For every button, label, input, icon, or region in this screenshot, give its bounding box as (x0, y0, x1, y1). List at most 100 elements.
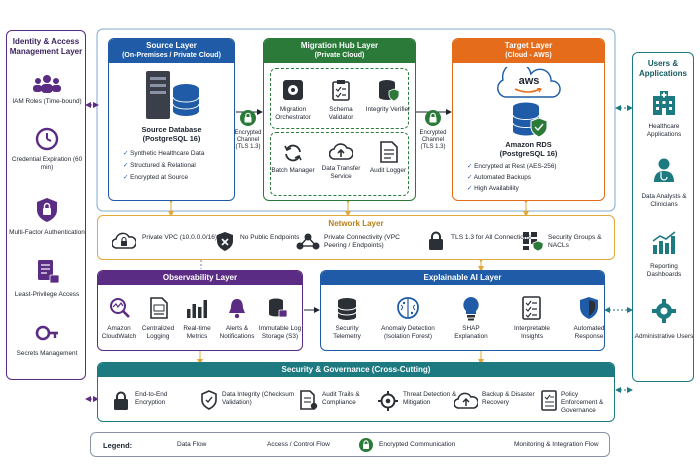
legend-access-flow: Access / Control Flow (267, 441, 330, 448)
encrypted-channel-label-2: Encrypted Channel (TLS 1.3) (415, 130, 451, 151)
source-bullet-text: Structured & Relational (130, 162, 196, 169)
network-layer-panel: Network Layer Private VPC (10.0.0.0/16) … (97, 215, 615, 260)
tls-lock-icon (429, 231, 443, 250)
observability-item-storage: Immutable Log Storage (S3) (258, 325, 302, 340)
gear-icon (652, 299, 676, 323)
encryption-lock-icon (114, 391, 128, 410)
identity-panel: Identity & Access Management Layer IAM R… (6, 30, 86, 380)
target-header: Target Layer (Cloud - AWS) (453, 39, 604, 63)
lightbulb-icon (463, 297, 479, 321)
source-db-name: Source Database (141, 125, 202, 134)
aws-logo-text: aws (518, 75, 540, 87)
legend-monitoring: Monitoring & Integration Flow (514, 441, 599, 448)
xai-item-insights: Interpretable Insights (514, 325, 550, 340)
log-document-icon (150, 297, 168, 319)
xai-item-response: Automated Response (573, 325, 605, 340)
aws-smile-icon (514, 88, 542, 93)
shield-lock-icon (37, 198, 57, 222)
observability-item-cloudwatch: Amazon CloudWatch (101, 325, 137, 340)
security-governance-panel: Security & Governance (Cross-Cutting) En… (97, 362, 615, 422)
hub-item-batch: Batch Manager (271, 167, 315, 174)
network-nodes-icon (296, 233, 320, 250)
target-bullet-3: ✓ High Availability (467, 185, 519, 193)
policy-document-icon (541, 390, 557, 411)
check-icon: ✓ (467, 185, 475, 192)
hub-item-audit: Audit Logger (369, 167, 407, 174)
hub-header: Migration Hub Layer (Private Cloud) (264, 39, 415, 63)
users-panel: Users & Applications Healthcare Applicat… (632, 52, 694, 382)
security-groups-icon (523, 232, 544, 251)
source-bullet-2: ✓ Structured & Relational (123, 162, 196, 170)
audit-document-icon (380, 141, 398, 163)
source-bullet-1: ✓ Synthetic Healthcare Data (123, 150, 204, 158)
security-item-audit: Audit Trails & Compliance (322, 391, 360, 406)
clinician-icon (654, 158, 674, 182)
brain-icon (397, 297, 419, 319)
observability-item-alerts: Alerts & Notifications (219, 325, 255, 340)
hospital-icon (653, 91, 675, 115)
key-icon (35, 325, 58, 341)
hub-upper-group (270, 68, 409, 129)
network-item-tls: TLS 1.3 for All Connections (451, 234, 531, 241)
xai-panel: Explainable AI Layer Security Telemetry … (320, 270, 605, 351)
orchestrator-gear-icon (283, 80, 303, 100)
security-item-backup: Backup & Disaster Recovery (482, 391, 535, 406)
users-item-analysts: Data Analysts & Clinicians (641, 193, 687, 208)
legend-lock-icon (359, 438, 373, 452)
target-subtitle: (Cloud - AWS) (505, 52, 552, 59)
xai-item-telemetry: Security Telemetry (333, 325, 361, 340)
source-title: Source Layer (146, 41, 197, 50)
bell-icon (229, 299, 245, 319)
hub-subtitle: (Private Cloud) (314, 52, 365, 59)
check-icon: ✓ (467, 163, 475, 170)
source-header: Source Layer (On-Premises / Private Clou… (109, 39, 234, 63)
security-item-encryption: End-to-End Encryption (135, 391, 168, 406)
identity-item-secrets: Secrets Management (16, 350, 78, 357)
source-db-sub: (PostgreSQL 16) (142, 134, 201, 143)
rds-name: Amazon RDS (505, 140, 552, 149)
observability-title: Observability Layer (98, 271, 302, 285)
users-group-icon (33, 75, 61, 93)
target-bullet-2: ✓ Automated Backups (467, 174, 531, 182)
channel-label: Encrypted Channel (419, 130, 447, 143)
observability-panel: Observability Layer Amazon CloudWatch Ce… (97, 270, 303, 351)
rds-database-icon (512, 102, 548, 138)
hub-lower-group (270, 132, 409, 196)
identity-item-mfa: Multi-Factor Authentication (9, 229, 85, 236)
encrypted-lock-icon (425, 110, 441, 126)
storage-lock-icon (269, 298, 288, 318)
batch-refresh-icon (284, 144, 302, 162)
users-item-admin: Administrative Users (634, 333, 694, 340)
users-item-healthcare-apps: Healthcare Applications (646, 123, 682, 138)
source-bullet-text: Synthetic Healthcare Data (130, 150, 205, 157)
target-bullet-text: Automated Backups (473, 174, 531, 181)
hub-item-transfer: Data Transfer Service (321, 165, 361, 180)
check-icon: ✓ (123, 150, 131, 157)
observability-item-logging: Centralized Logging (141, 325, 175, 340)
target-bullet-1: ✓ Encrypted at Rest (AES-256) (467, 163, 557, 171)
hub-item-orchestrator: Migration Orchestrator (275, 106, 311, 121)
clipboard-check-icon (332, 80, 350, 101)
metrics-bars-icon (187, 300, 207, 318)
legend-title: Legend: (103, 441, 133, 450)
hub-item-integrity: Integrity Verifier (365, 106, 411, 113)
users-item-reporting: Reporting Dashboards (646, 263, 682, 278)
response-shield-icon (580, 297, 598, 319)
users-title: Users & Applications (638, 59, 687, 78)
channel-label: Encrypted Channel (234, 130, 262, 143)
security-title: Security & Governance (Cross-Cutting) (98, 363, 614, 377)
identity-item-credential-expiration: Credential Expiration (60 min) (11, 156, 83, 171)
source-layer-panel: Source Layer (On-Premises / Private Clou… (108, 38, 235, 201)
migration-hub-panel: Migration Hub Layer (Private Cloud) Migr… (263, 38, 416, 201)
hub-item-schema: Schema Validator (328, 106, 354, 121)
cloudwatch-magnifier-icon (110, 298, 130, 318)
source-bullet-3: ✓ Encrypted at Source (123, 174, 188, 182)
target-title: Target Layer (504, 41, 553, 50)
database-shield-icon (379, 80, 400, 101)
shield-block-icon (217, 232, 233, 251)
backup-cloud-icon (454, 392, 478, 409)
identity-item-least-privilege: Least-Privilege Access (14, 291, 80, 298)
rds-sub: (PostgreSQL 16) (499, 149, 558, 158)
network-item-connectivity: Private Connectivity (VPC Peering / Endp… (324, 234, 400, 249)
xai-title: Explainable AI Layer (321, 271, 604, 285)
